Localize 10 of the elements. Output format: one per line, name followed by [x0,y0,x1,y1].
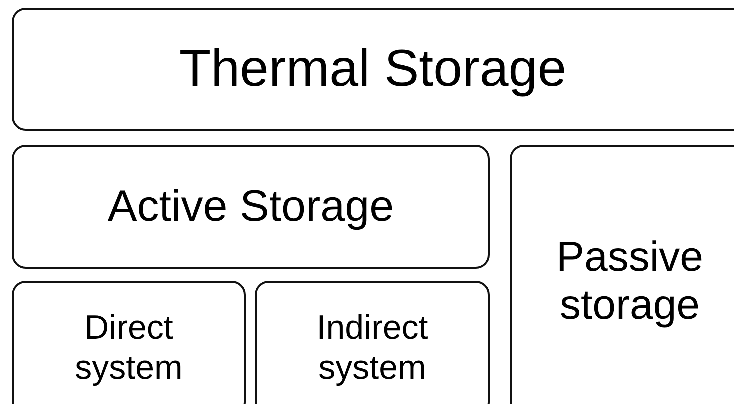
box-label: Active Storage [108,182,394,232]
box-label: Passive storage [555,232,705,330]
rounded-box [510,145,734,404]
rounded-box [255,281,490,404]
rounded-box [12,8,734,131]
box-label: Direct system [74,309,184,388]
rounded-box [12,145,490,269]
rounded-box [12,281,246,404]
box-label: Thermal Storage [179,40,567,100]
box-label: Indirect system [316,309,430,388]
